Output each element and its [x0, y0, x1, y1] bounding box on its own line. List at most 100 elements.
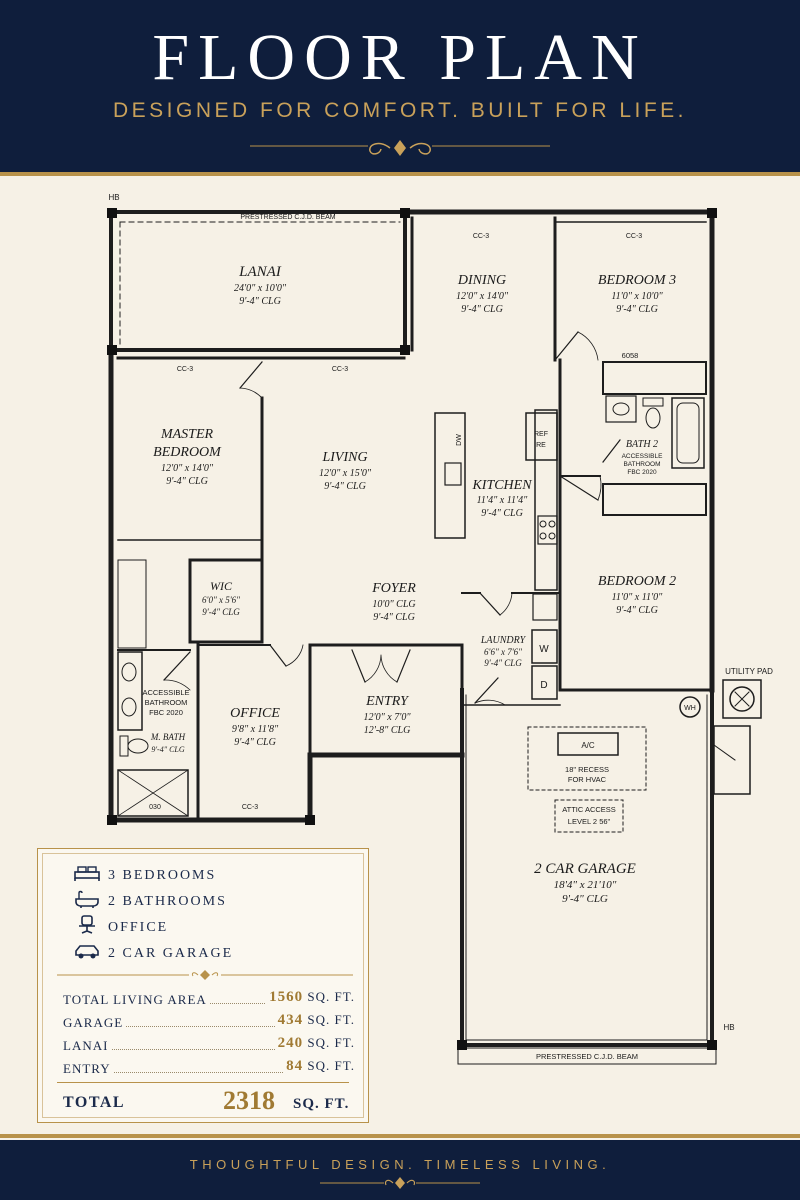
- recess-line2: FOR HVAC: [568, 775, 607, 784]
- total-label: TOTAL: [63, 1094, 126, 1111]
- beam-label-top: PRESTRESSED C.J.D. BEAM: [240, 214, 335, 221]
- room-laundry-clg: 9'-4" CLG: [484, 658, 522, 668]
- room-master-clg: 9'-4" CLG: [166, 476, 208, 487]
- area-value: 84: [286, 1058, 304, 1074]
- room-dining-dims: 12'0" x 14'0": [456, 291, 509, 302]
- total-divider: [57, 1082, 349, 1083]
- summary-divider-ornament: [57, 970, 353, 980]
- room-kitchen-name: KITCHEN: [471, 478, 532, 493]
- header-ornament: [250, 140, 550, 156]
- ac-label: A/C: [581, 741, 595, 750]
- area-value: 434: [277, 1012, 304, 1028]
- room-garage-name: 2 CAR GARAGE: [534, 861, 636, 877]
- room-bath2-name: BATH 2: [626, 439, 658, 450]
- room-wic-clg: 9'-4" CLG: [202, 607, 240, 617]
- feature-bedrooms: 3 BEDROOMS: [108, 868, 217, 883]
- area-row-lanai: LANAI 240 SQ. FT.: [63, 1034, 355, 1056]
- bed-icon: [74, 866, 100, 881]
- room-lanai-dims: 24'0" x 10'0": [234, 283, 287, 294]
- room-mbath-clg: 9'-4" CLG: [151, 745, 185, 754]
- outer-wall: [460, 688, 714, 1047]
- mbath-line2: BATHROOM: [145, 698, 188, 707]
- area-unit: SQ. FT.: [307, 1035, 355, 1050]
- room-entry-dims: 12'0" x 7'0": [363, 712, 411, 723]
- cc3-label-living: CC-3: [332, 366, 348, 373]
- recess-line1: 18" RECESS: [565, 765, 609, 774]
- feature-office: OFFICE: [108, 920, 169, 935]
- room-master-name2: BEDROOM: [153, 445, 222, 460]
- room-foyer-dims: 10'0" CLG: [372, 599, 415, 610]
- room-entry-clg: 12'-8" CLG: [364, 725, 411, 736]
- ref-label: REF: [534, 431, 548, 438]
- hose-bib-label-bottom: HB: [723, 1023, 734, 1032]
- cc3-label-dining: CC-3: [473, 233, 489, 240]
- room-wic-dims: 6'0" x 5'6": [202, 595, 240, 605]
- room-master-name: MASTER: [160, 427, 214, 442]
- room-wic-name: WIC: [210, 579, 233, 593]
- window-6058-label: 6058: [622, 351, 639, 360]
- area-unit: SQ. FT.: [307, 1012, 355, 1027]
- room-office-name: OFFICE: [230, 706, 280, 721]
- footer-band: [0, 1140, 800, 1200]
- room-kitchen-clg: 9'-4" CLG: [481, 508, 523, 519]
- page-title: FLOOR PLAN: [152, 21, 648, 94]
- room-office-clg: 9'-4" CLG: [234, 737, 276, 748]
- hose-bib-label-top: HB: [108, 193, 119, 202]
- room-bedroom3-clg: 9'-4" CLG: [616, 304, 658, 315]
- area-row-entry: ENTRY 84 SQ. FT.: [63, 1057, 355, 1079]
- window-030-label: 030: [149, 804, 161, 811]
- header-gold-rule: [0, 172, 800, 176]
- room-living-dims: 12'0" x 15'0": [319, 468, 372, 479]
- total-value: 2318: [223, 1086, 275, 1115]
- bath2-line3: FBC 2020: [627, 469, 657, 476]
- dryer-label: D: [540, 680, 547, 691]
- mbath-line1: ACCESSIBLE: [142, 688, 189, 697]
- room-garage-clg: 9'-4" CLG: [562, 893, 608, 905]
- summary-card: 3 BEDROOMS 2 BATHROOMS OFFICE 2 CAR GARA…: [37, 848, 369, 1123]
- room-entry-name: ENTRY: [365, 694, 410, 709]
- washer-label: W: [539, 644, 549, 655]
- room-living-name: LIVING: [321, 450, 367, 465]
- room-bedroom2-dims: 11'0" x 11'0": [612, 592, 663, 603]
- area-row-garage: GARAGE 434 SQ. FT.: [63, 1011, 355, 1033]
- cc3-label-bedroom3: CC-3: [626, 233, 642, 240]
- attic-line1: ATTIC ACCESS: [562, 805, 616, 814]
- water-heater-label: WH: [684, 705, 696, 712]
- room-garage-dims: 18'4" x 21'10": [554, 879, 617, 891]
- utility-pad-label: UTILITY PAD: [725, 667, 773, 676]
- room-bedroom3-dims: 11'0" x 10'0": [611, 291, 663, 302]
- car-icon: [75, 945, 99, 959]
- bathtub-icon: [75, 890, 99, 908]
- office-chair-icon: [79, 915, 95, 934]
- room-master-dims: 12'0" x 14'0": [161, 463, 214, 474]
- room-bedroom2-clg: 9'-4" CLG: [616, 605, 658, 616]
- feature-garage: 2 CAR GARAGE: [108, 946, 234, 961]
- footer-text: THOUGHTFUL DESIGN. TIMELESS LIVING.: [189, 1157, 611, 1172]
- total-unit: SQ. FT.: [293, 1096, 350, 1112]
- room-foyer-clg: 9'-4" CLG: [373, 612, 415, 623]
- area-unit: SQ. FT.: [307, 989, 355, 1004]
- room-dining-clg: 9'-4" CLG: [461, 304, 503, 315]
- area-row-total-living: TOTAL LIVING AREA 1560 SQ. FT.: [63, 988, 355, 1010]
- attic-line2: LEVEL 2 56": [568, 817, 611, 826]
- room-mbath-name: M. BATH: [150, 732, 186, 742]
- floor-plan-diagram: LANAI 24'0" x 10'0" 9'-4" CLG DINING 12'…: [107, 193, 773, 1065]
- beam-label-bottom: PRESTRESSED C.J.D. BEAM: [536, 1052, 638, 1061]
- bath2-line1: ACCESSIBLE: [622, 453, 663, 460]
- mbath-line3: FBC 2020: [149, 708, 183, 717]
- room-laundry-name: LAUNDRY: [480, 635, 527, 646]
- area-label: LANAI: [63, 1038, 112, 1054]
- footer-ornament: [320, 1177, 480, 1189]
- outer-wall: [109, 210, 407, 352]
- room-lanai-clg: 9'-4" CLG: [239, 296, 281, 307]
- area-value: 240: [277, 1035, 304, 1051]
- room-dining-name: DINING: [457, 273, 506, 288]
- area-label: GARAGE: [63, 1015, 127, 1031]
- room-bedroom2-name: BEDROOM 2: [598, 574, 676, 589]
- re-label: RE: [536, 442, 546, 449]
- room-office-dims: 9'8" x 11'8": [232, 724, 279, 735]
- cc3-label-master: CC-3: [177, 366, 193, 373]
- area-label: TOTAL LIVING AREA: [63, 992, 210, 1008]
- room-laundry-dims: 6'6" x 7'6": [484, 647, 522, 657]
- area-unit: SQ. FT.: [307, 1058, 355, 1073]
